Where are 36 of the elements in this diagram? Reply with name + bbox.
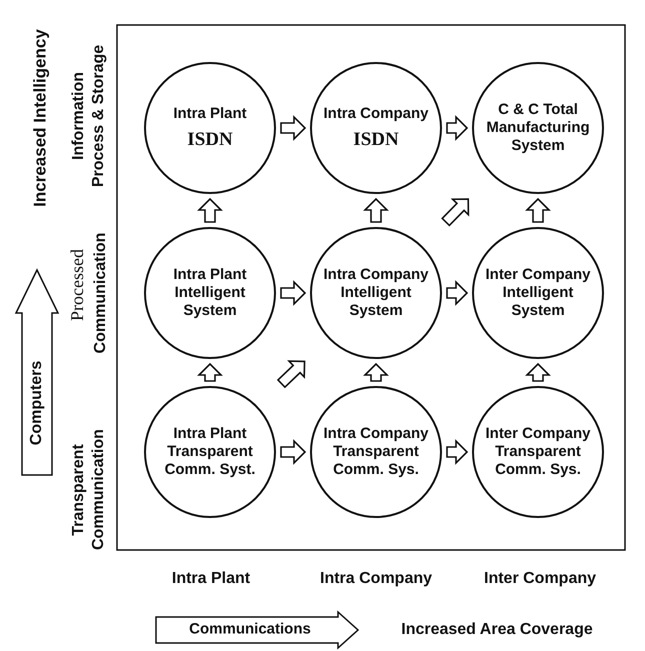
axis-title: Increased Intelligency [29, 29, 50, 207]
block-arrow [197, 362, 223, 382]
node-label: Inter Company Transparent Comm. Sys. [484, 425, 592, 479]
column-label: Intra Plant [172, 569, 250, 589]
row-label: Information Process & Storage [69, 44, 108, 190]
block-arrow [525, 362, 551, 382]
node-label: Intra Plant Transparent Comm. Syst. [164, 425, 256, 479]
block-arrow [446, 280, 468, 306]
block-arrow [280, 115, 306, 141]
block-arrow [525, 198, 551, 223]
node-label: Intra Company [322, 104, 430, 123]
block-arrow [363, 198, 389, 223]
column-label: Inter Company [484, 569, 596, 589]
node-label: Intra Company Transparent Comm. Sys. [322, 425, 430, 479]
block-arrow [363, 362, 389, 382]
block-arrow [446, 115, 468, 141]
row-label: Processed [66, 249, 88, 321]
block-arrow [280, 439, 306, 465]
node-label: Intra Plant Intelligent System [172, 266, 248, 320]
block-arrow [441, 198, 470, 227]
node-label: ISDN [186, 128, 234, 152]
node-label: Intra Company Intelligent System [322, 266, 430, 320]
column-label: Intra Company [320, 569, 432, 589]
row-label: Transparent Communication [69, 430, 108, 550]
block-arrow [197, 198, 223, 223]
node-label: ISDN [352, 128, 400, 152]
block-arrow [276, 360, 306, 388]
row-label: Communication [91, 232, 110, 354]
node-label: Intra Plant [172, 104, 248, 123]
block-arrow [446, 439, 468, 465]
axis-label: Computers [27, 360, 46, 446]
node-label: Inter Company Intelligent System [484, 266, 592, 320]
axis-title: Increased Area Coverage [401, 620, 593, 640]
node-label: C & C Total Manufacturing System [485, 101, 591, 155]
axis-label: Communications [189, 620, 311, 640]
block-arrow [280, 280, 306, 306]
